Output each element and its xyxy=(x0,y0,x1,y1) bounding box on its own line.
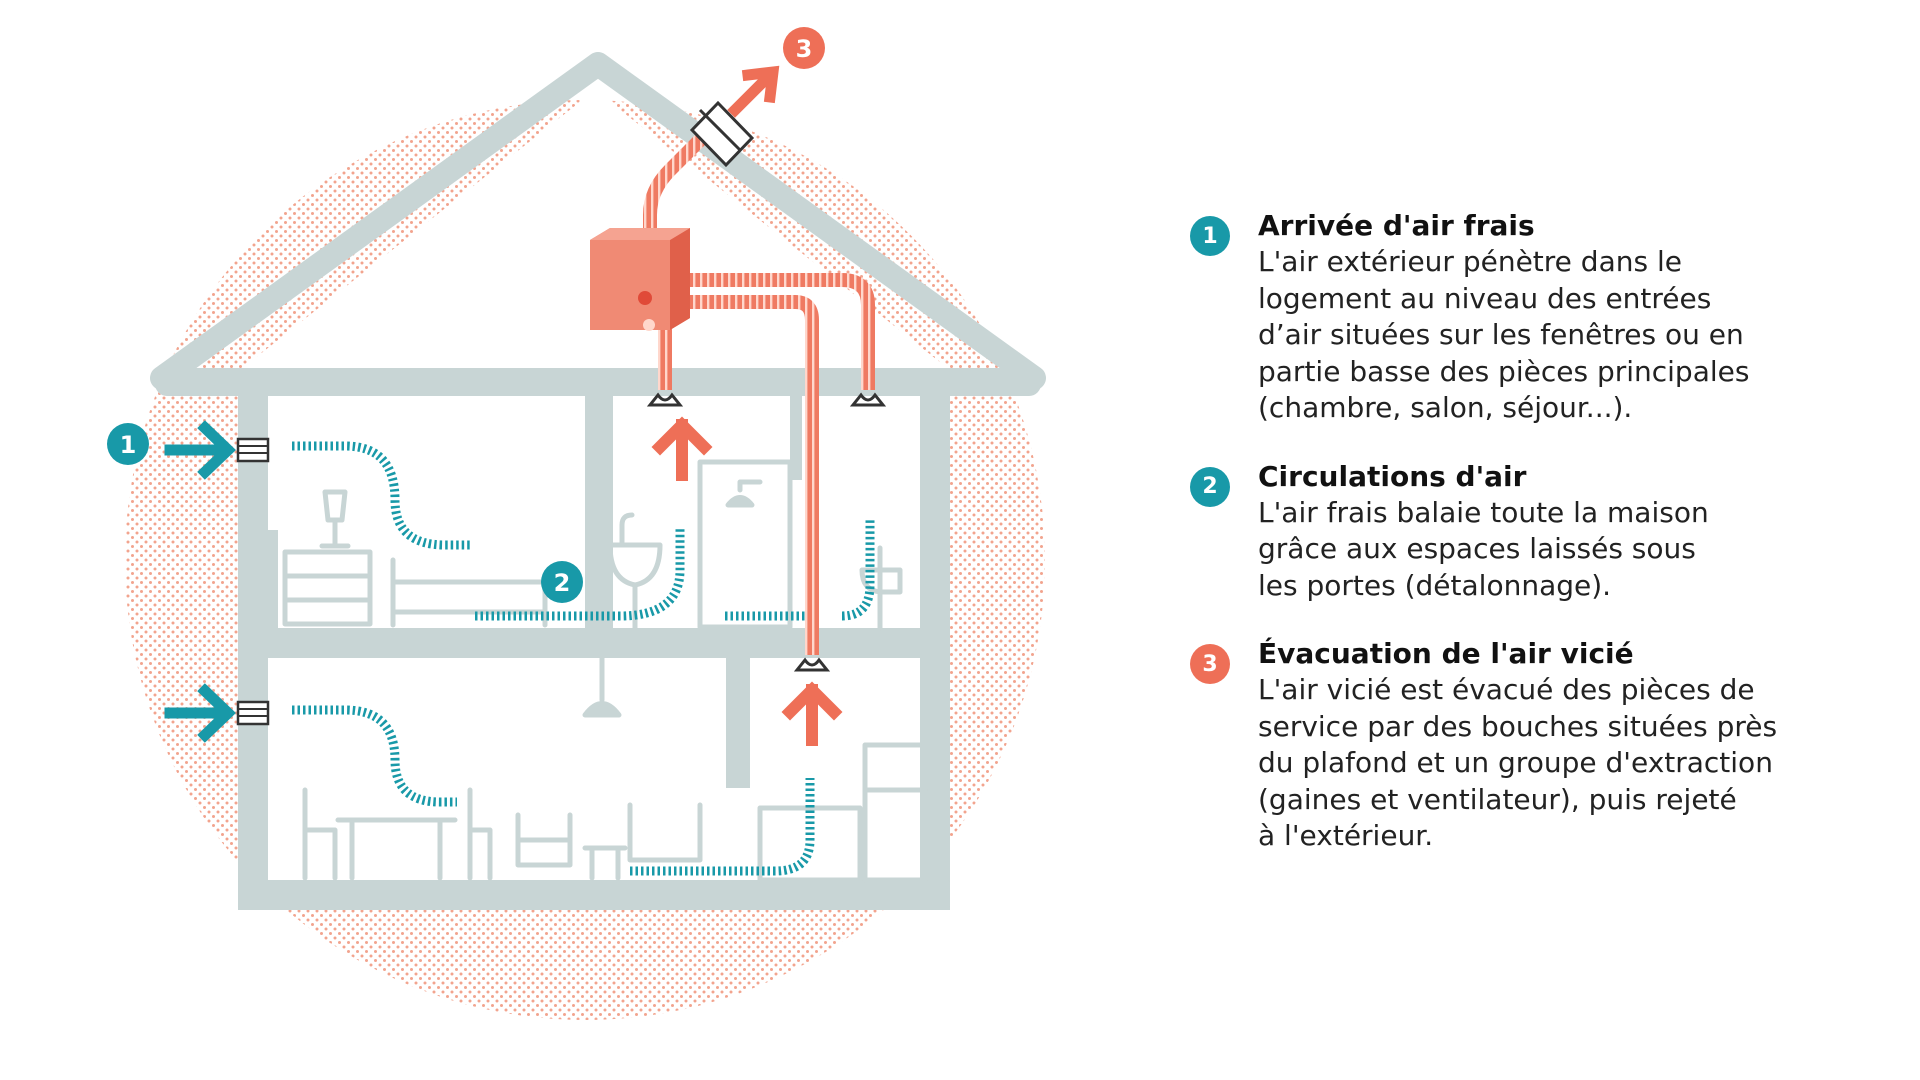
roof-outlet xyxy=(689,65,780,168)
legend-title: Évacuation de l'air vicié xyxy=(1258,637,1634,670)
legend-text: L'air vicié est évacué des pièces de ser… xyxy=(1258,673,1778,852)
svg-text:1: 1 xyxy=(120,431,137,459)
furniture xyxy=(282,459,928,883)
marker-3: 3 xyxy=(783,27,825,69)
legend-title: Arrivée d'air frais xyxy=(1258,209,1535,242)
legend-item-fresh-air: 1 Arrivée d'air frais L'air extérieur pé… xyxy=(1190,208,1890,427)
inlet-arrow-upper xyxy=(164,420,236,480)
extraction-unit xyxy=(590,228,690,331)
legend-item-exhaust: 3 Évacuation de l'air vicié L'air vicié … xyxy=(1190,636,1890,855)
exhaust-up-arrows xyxy=(651,416,843,746)
legend: 1 Arrivée d'air frais L'air extérieur pé… xyxy=(1190,208,1890,887)
inlet-arrow-lower xyxy=(164,683,236,743)
fresh-air-inlets xyxy=(164,420,270,743)
house-structure xyxy=(150,52,1046,910)
marker-1: 1 xyxy=(107,423,149,465)
marker-2: 2 xyxy=(541,561,583,603)
svg-text:3: 3 xyxy=(796,35,813,63)
extract-vents xyxy=(646,392,887,672)
svg-text:2: 2 xyxy=(554,569,571,597)
legend-text: L'air frais balaie toute la maison grâce… xyxy=(1258,495,1709,602)
legend-badge-2: 2 xyxy=(1190,466,1230,507)
legend-badge-3: 3 xyxy=(1190,644,1230,684)
legend-title: Circulations d'air xyxy=(1258,459,1527,493)
exhaust-out-arrow xyxy=(727,65,780,118)
fresh-air-flows xyxy=(292,441,875,876)
legend-badge-1: 1 xyxy=(1190,216,1230,256)
exhaust-ducts xyxy=(643,130,875,655)
legend-item-circulation: 2 Circulations d'air L'air frais balaie … xyxy=(1190,459,1890,605)
legend-text: L'air extérieur pénètre dans le logement… xyxy=(1258,245,1750,424)
